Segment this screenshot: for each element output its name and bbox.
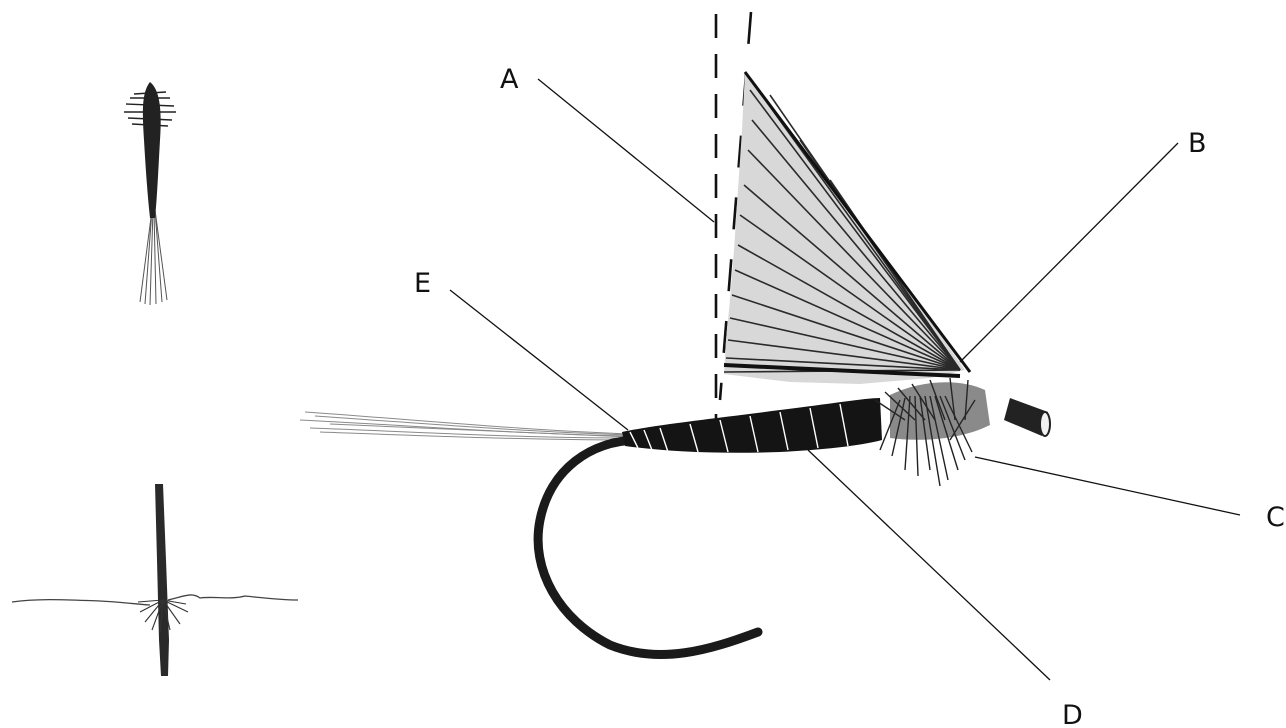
leader-line-b bbox=[960, 143, 1178, 362]
hook-eye bbox=[1004, 398, 1050, 436]
callout-label-a: A bbox=[500, 64, 519, 95]
fly-front-view-sketch bbox=[12, 484, 298, 676]
leader-line-a bbox=[538, 79, 714, 222]
tail-fibers bbox=[300, 412, 630, 440]
callout-label-e: E bbox=[414, 268, 431, 299]
fly-side-view-illustration bbox=[300, 12, 1050, 655]
fly-top-view-sketch bbox=[124, 82, 176, 305]
leader-line-e bbox=[450, 290, 628, 430]
leader-line-c bbox=[975, 457, 1240, 515]
leader-line-d bbox=[808, 450, 1050, 680]
hook bbox=[538, 440, 758, 655]
wing bbox=[724, 72, 970, 384]
callout-label-b: B bbox=[1188, 128, 1207, 159]
callout-label-d: D bbox=[1062, 700, 1083, 728]
callout-label-c: C bbox=[1266, 502, 1285, 533]
